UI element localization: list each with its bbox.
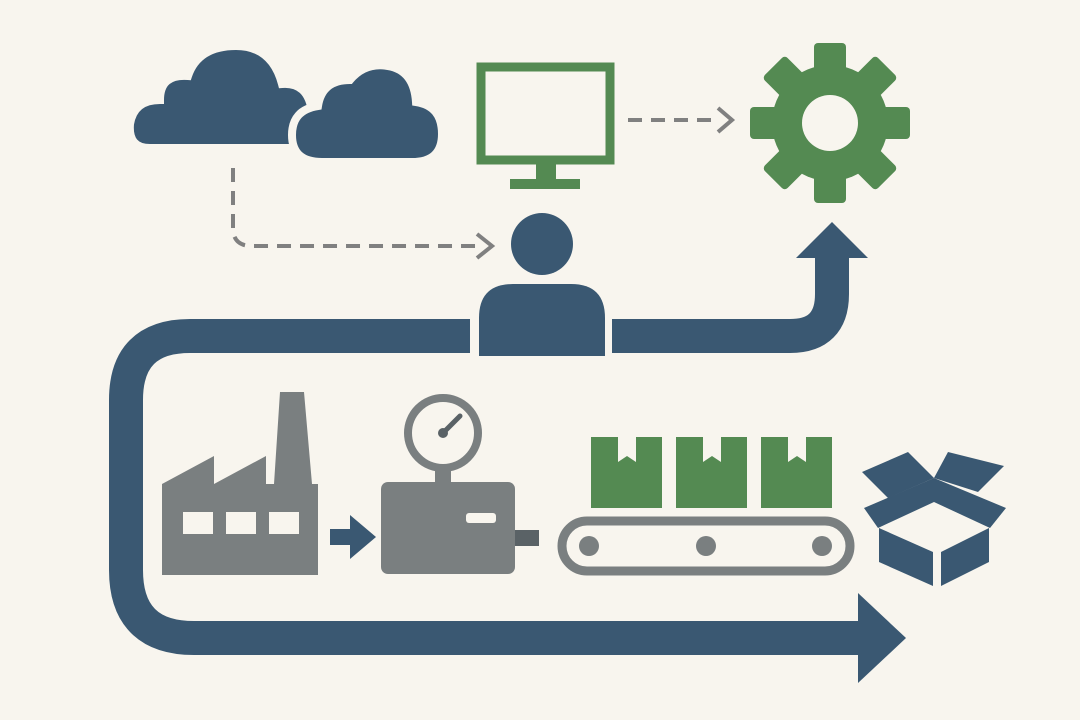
process-arrow	[330, 515, 376, 559]
package-icon	[591, 437, 662, 508]
pressure-gauge-icon	[404, 394, 482, 484]
gear-icon	[750, 43, 910, 203]
package-icon	[761, 437, 832, 508]
machine-icon	[381, 482, 539, 574]
open-box-icon	[862, 452, 1006, 586]
process-arrow	[109, 319, 906, 683]
cloud-icon	[125, 41, 447, 166]
package-icon	[676, 437, 747, 508]
monitor-icon	[476, 62, 615, 189]
dashed-arrow	[231, 168, 496, 260]
dashed-arrow	[628, 106, 736, 134]
process-arrow	[612, 222, 868, 353]
factory-icon	[162, 392, 318, 575]
person-icon	[479, 213, 605, 356]
conveyor-belt-icon	[557, 516, 855, 576]
